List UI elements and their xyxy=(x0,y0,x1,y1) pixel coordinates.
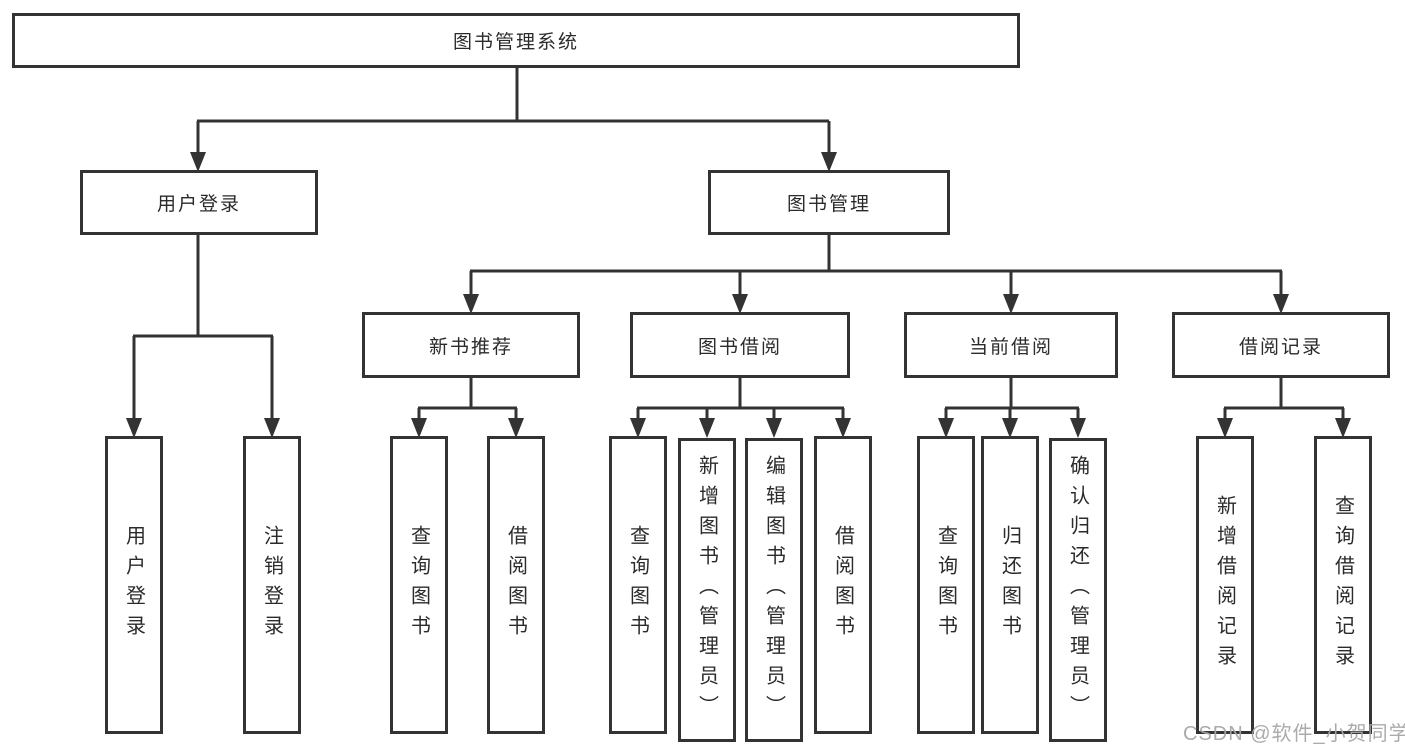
node-book-management: 图书管理 xyxy=(708,170,950,235)
arrow-down-icon xyxy=(732,294,748,314)
arrow-down-icon xyxy=(411,418,427,438)
connector-root-to-level2 xyxy=(196,68,831,154)
arrowheads-level2 xyxy=(190,152,837,172)
arrow-down-icon xyxy=(699,418,715,438)
leaf-add-book-admin: 新增图书（管理员） xyxy=(678,438,736,742)
leaf-query-book-3: 查询图书 xyxy=(917,436,975,734)
node-root-library-system: 图书管理系统 xyxy=(12,13,1020,68)
connector-book-management-fan xyxy=(469,235,1283,296)
arrowheads-level3 xyxy=(463,294,1289,314)
arrow-down-icon xyxy=(1003,294,1019,314)
arrow-down-icon xyxy=(1070,418,1086,438)
node-user-login: 用户登录 xyxy=(80,170,318,235)
arrow-down-icon xyxy=(1335,418,1351,438)
arrowheads-user-login-children xyxy=(126,418,280,438)
csdn-watermark: CSDN @软件_小贺同学 xyxy=(1183,723,1405,745)
arrow-down-icon xyxy=(126,418,142,438)
connector-book-borrow-fan xyxy=(636,378,845,420)
arrow-down-icon xyxy=(1217,418,1233,438)
arrow-down-icon xyxy=(508,418,524,438)
arrow-down-icon xyxy=(766,418,782,438)
arrow-down-icon xyxy=(1002,418,1018,438)
node-book-borrow: 图书借阅 xyxy=(630,312,850,378)
arrowheads-current-borrow-children xyxy=(938,418,1086,438)
arrow-down-icon xyxy=(938,418,954,438)
leaf-add-borrow-record: 新增借阅记录 xyxy=(1196,436,1254,734)
leaf-logout: 注销登录 xyxy=(243,436,301,734)
arrow-down-icon xyxy=(821,152,837,172)
arrowheads-new-book-children xyxy=(411,418,524,438)
arrow-down-icon xyxy=(1273,294,1289,314)
node-borrow-record: 借阅记录 xyxy=(1172,312,1390,378)
leaf-user-login: 用户登录 xyxy=(105,436,163,734)
leaf-borrow-book-2: 借阅图书 xyxy=(814,436,872,734)
arrowheads-book-borrow-children xyxy=(630,418,851,438)
connector-current-borrow-fan xyxy=(944,378,1080,420)
arrow-down-icon xyxy=(463,294,479,314)
leaf-confirm-return-admin: 确认归还（管理员） xyxy=(1049,438,1107,742)
arrowheads-borrow-record-children xyxy=(1217,418,1351,438)
leaf-query-borrow-record: 查询借阅记录 xyxy=(1314,436,1372,734)
node-current-borrow: 当前借阅 xyxy=(904,312,1118,378)
arrow-down-icon xyxy=(630,418,646,438)
leaf-borrow-book-1: 借阅图书 xyxy=(487,436,545,734)
arrow-down-icon xyxy=(190,152,206,172)
leaf-query-book-1: 查询图书 xyxy=(390,436,448,734)
arrow-down-icon xyxy=(264,418,280,438)
arrow-down-icon xyxy=(835,418,851,438)
leaf-edit-book-admin: 编辑图书（管理员） xyxy=(745,438,803,742)
leaf-query-book-2: 查询图书 xyxy=(609,436,667,734)
connector-user-login-fan xyxy=(132,235,274,420)
leaf-return-book: 归还图书 xyxy=(981,436,1039,734)
connector-borrow-record-fan xyxy=(1223,378,1345,420)
connector-new-book-fan xyxy=(417,378,518,420)
node-new-book-recommend: 新书推荐 xyxy=(362,312,580,378)
